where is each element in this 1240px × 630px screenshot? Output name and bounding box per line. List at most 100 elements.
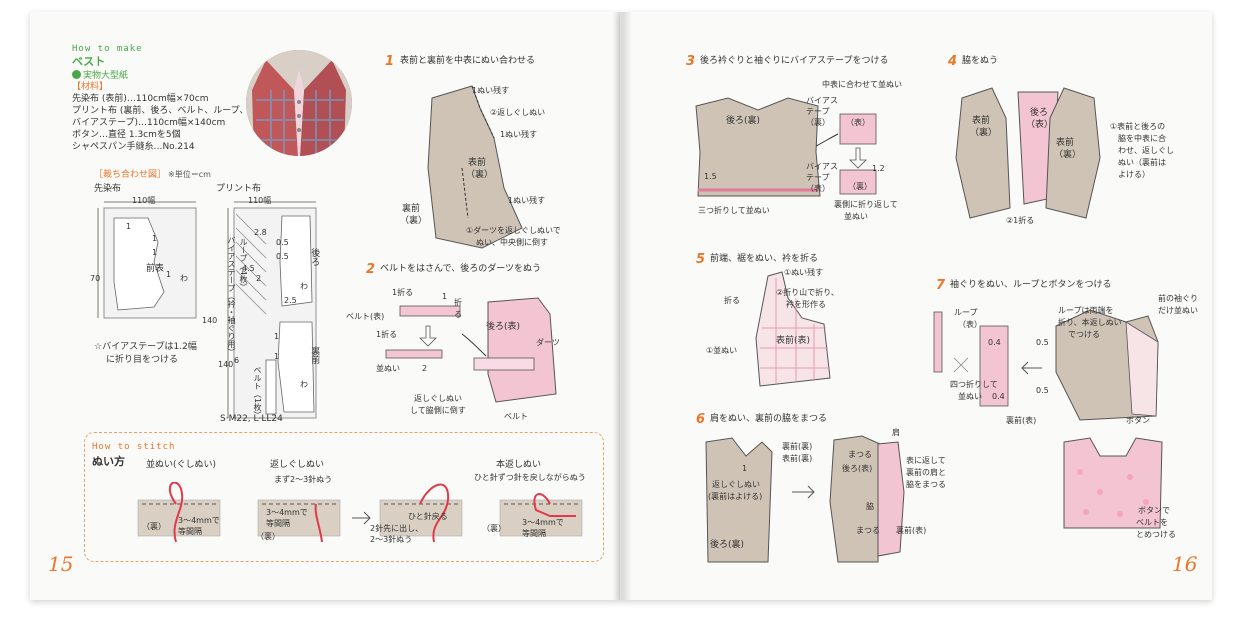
step6-label: 後ろ(裏): [710, 540, 745, 550]
step4-label: （表）: [1026, 120, 1054, 130]
step3-illustration: [695, 97, 877, 197]
step5-label: 表前(表): [776, 336, 811, 346]
step-title: 袖ぐりをぬい、ループとボタンをつける: [950, 280, 1112, 290]
stitch-note: （裏）: [256, 532, 280, 541]
step3-label: テープ: [806, 107, 830, 116]
step2-label: 後ろ(表): [486, 322, 521, 332]
cut2-dim: 1: [274, 332, 280, 341]
cut1-dim: 1: [166, 270, 172, 279]
stitch-note: 3〜4mmで: [266, 508, 308, 517]
step3-label: 1.5: [704, 172, 717, 181]
cut1-piece: 前表: [146, 264, 165, 274]
step1-label: ①ダーツを返しぐしぬいで: [466, 226, 561, 235]
cut2-dim: 0.5: [276, 238, 289, 247]
materials-heading: 【材料】: [72, 82, 109, 92]
cut-layout-heading: ［裁ち合わせ図］※単位＝cm: [94, 170, 211, 180]
step3-label: 中表に合わせて並ぬい: [822, 80, 902, 89]
step7-label: 0.4: [988, 338, 1001, 347]
step7-label: だけ並ぬい: [1158, 306, 1198, 315]
step1-label: （裏）: [466, 170, 494, 180]
step7-label: ループ: [954, 308, 978, 317]
stitch-illustrations: [137, 482, 583, 543]
stitch-note: ひと針戻る: [408, 512, 448, 521]
step7-label: 0.5: [1036, 386, 1049, 395]
book-spread: How to make ベスト 実物大型紙 【材料】 先染布 (表前)…110c…: [30, 12, 1212, 602]
download-icon: [72, 70, 81, 79]
step3-label: 並ぬい: [844, 212, 868, 221]
step7-label: ボタン: [1126, 416, 1150, 425]
stitch-col-title: 本返しぬい: [496, 460, 542, 470]
stitch-sub: まず2〜3針ぬう: [274, 475, 333, 484]
page-number: 15: [48, 552, 74, 576]
how-to-stitch-label: How to stitch: [92, 442, 176, 452]
step5-label: ①ぬい残す: [784, 268, 824, 277]
step5-label: ②折り山で折り、: [776, 288, 839, 297]
vest-photo: [246, 50, 352, 156]
material-line: 先染布 (表前)…110cm幅×70cm: [72, 94, 209, 104]
cut2-dim: 140: [218, 360, 234, 369]
step6-label: 後ろ(表): [842, 464, 873, 473]
stitch-note: 3〜4mmで: [522, 518, 564, 527]
step1-label: ぬい、中央側に倒す: [476, 238, 548, 247]
step6-label: 裏前(裏): [782, 442, 813, 451]
fabric1-label: 先染布: [94, 184, 122, 194]
cut2-dim: 2: [256, 274, 262, 283]
step7-label: 0.5: [1036, 338, 1049, 347]
width2: 110幅: [248, 196, 272, 205]
step2-label: 返しぐしぬい: [414, 394, 462, 403]
step7-label: 折り、本返しぬい: [1058, 318, 1122, 327]
cutting-diagram: [97, 201, 317, 419]
step6-label: 裏前の肩と: [906, 468, 946, 477]
back-wa: わ: [300, 282, 308, 291]
step3-label: （表）: [806, 184, 830, 193]
step7-label: 並ぬい: [958, 392, 982, 401]
step3-label: 三つ折りして並ぬい: [698, 206, 770, 215]
step2-label: 1: [442, 292, 448, 301]
pattern-note: 実物大型紙: [72, 70, 128, 82]
step2-label: 2: [422, 364, 428, 373]
fabric2-label: プリント布: [216, 184, 262, 194]
step-number: 5: [696, 252, 706, 267]
step1-label: 表前: [468, 158, 487, 168]
step7-label: ループは両端を: [1058, 306, 1114, 315]
bias-note: に折り目をつける: [106, 355, 179, 365]
width1: 110幅: [132, 196, 156, 205]
bias-note: ☆バイアステープは1.2幅: [94, 342, 197, 352]
step6-label: 脇をまつる: [906, 480, 946, 489]
material-line: シャペスパン手縫糸…No.214: [72, 142, 195, 152]
step4-label: よける）: [1118, 170, 1150, 179]
bias-label: バイアステープ（衿・袖ぐり用）: [227, 236, 236, 356]
step4-label: 脇を中表に合: [1118, 134, 1166, 143]
urame-label: 裏前: [309, 346, 320, 364]
step3-label: 裏側に折り返して: [834, 200, 898, 209]
step2-label: ベルト: [504, 412, 528, 421]
stitch-note: 等間隔: [266, 519, 290, 528]
step2-label: ダーツ: [536, 338, 560, 347]
step3-label: テープ: [806, 173, 830, 182]
stitch-note: 2〜3針ぬう: [370, 535, 413, 544]
step2-label: 折: [454, 298, 462, 307]
step2-label: 並ぬい: [376, 364, 400, 373]
step7-label: 0.4: [992, 392, 1005, 401]
step-number: 3: [686, 54, 696, 69]
step4-label: わせ、返しぐし: [1118, 146, 1174, 155]
material-line: ボタン…直径 1.3cmを5個: [72, 130, 181, 140]
stitch-note: 3〜4mmで: [178, 516, 220, 525]
cut1-dim: 1: [152, 248, 158, 257]
cut2-dim: 6: [234, 356, 240, 365]
cut1-dim: 1: [152, 234, 158, 243]
stitch-note: 2針先に出し、: [370, 524, 424, 533]
stitch-col-title: 返しぐしぬい: [270, 460, 325, 470]
step4-label: 表前: [1056, 138, 1075, 148]
step7-label: ベルトを: [1136, 518, 1168, 527]
step3-label: バイアス: [806, 96, 838, 105]
how-to-stitch-box: [84, 432, 604, 562]
step1-label: ②返しぐしぬい: [490, 108, 546, 117]
step2-label: 1折る: [392, 288, 414, 297]
step-number: 2: [366, 262, 376, 277]
step5-illustration: [755, 271, 831, 387]
cut2-dim: 2.8: [254, 228, 267, 237]
step4-label: ぬい（裏前は: [1118, 158, 1166, 167]
stitch-sub: ひと針ずつ針を戻しながらぬう: [474, 473, 586, 482]
step3-label: 1.2: [872, 164, 885, 173]
